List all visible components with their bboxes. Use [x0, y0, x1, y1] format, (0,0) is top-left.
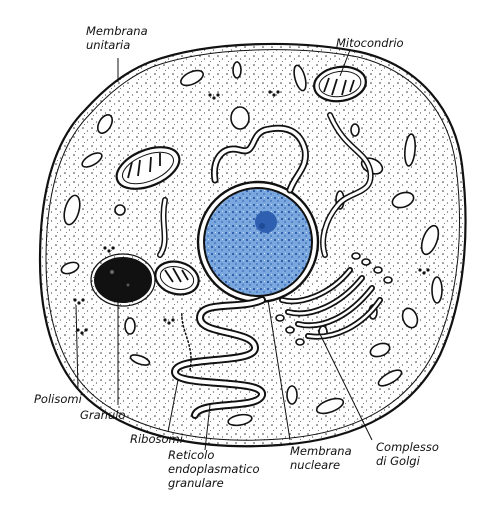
label-ribosomi: Ribosomi: [130, 432, 183, 446]
label-membrana-nucleare-line2: nucleare: [290, 458, 341, 472]
label-membrana-unitaria-line1: Membrana: [86, 24, 148, 38]
label-granulo: Granulo: [80, 408, 126, 422]
mitochondrion-top-right: [313, 65, 367, 103]
mitochondrion-left: [115, 146, 181, 190]
label-membrana-nucleare-line1: Membrana: [290, 444, 352, 458]
label-reticolo-line2: endoplasmatico: [168, 462, 260, 476]
leader-lines: [75, 49, 373, 451]
label-membrana-unitaria-line2: unitaria: [86, 38, 131, 52]
label-complesso-golgi-line2: di Golgi: [376, 454, 420, 468]
nucleus: [196, 180, 320, 304]
label-complesso-golgi-line1: Complesso: [376, 440, 439, 454]
label-polisomi: Polisomi: [34, 392, 82, 406]
label-reticolo-line1: Reticolo: [168, 448, 215, 462]
mitochondrion-center: [154, 260, 200, 296]
granule: [90, 253, 156, 307]
polysomes: [73, 90, 430, 335]
label-membrana-unitaria: Membrana unitaria: [86, 24, 148, 52]
label-reticolo-line3: granulare: [168, 476, 224, 490]
label-mitocondrio: Mitocondrio: [336, 36, 404, 50]
label-membrana-nucleare: Membrana nucleare: [290, 444, 352, 472]
endoplasmic-reticulum: [157, 112, 374, 419]
golgi-complex: [275, 252, 393, 346]
label-complesso-golgi: Complesso di Golgi: [376, 440, 439, 468]
label-reticolo: Reticolo endoplasmatico granulare: [168, 448, 260, 490]
